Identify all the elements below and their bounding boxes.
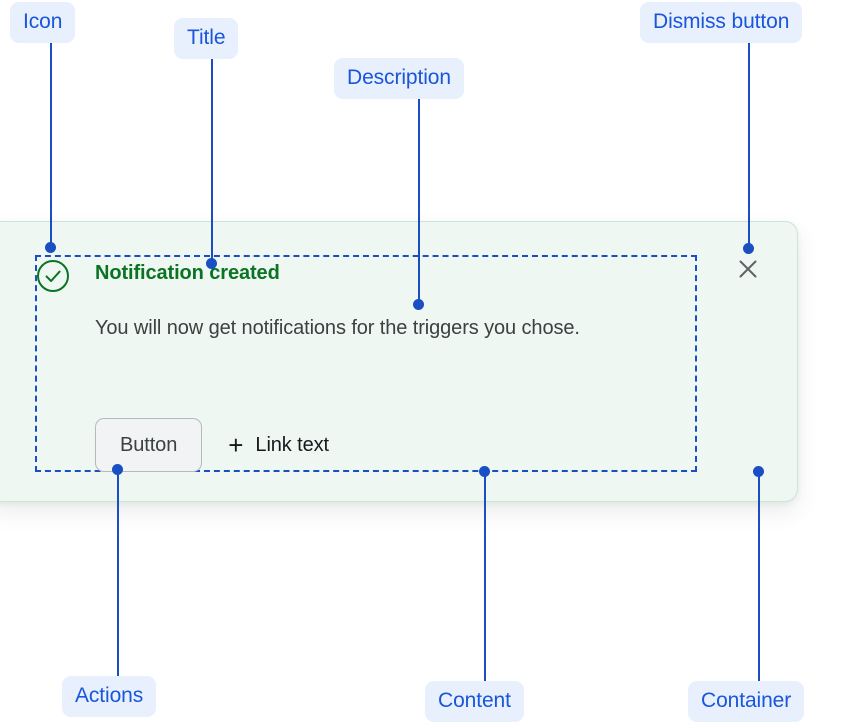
annotation-label-description: Description	[334, 58, 464, 99]
leader-dot-actions	[112, 464, 123, 475]
action-link-label: Link text	[255, 433, 330, 456]
leader-dot-content	[479, 466, 490, 477]
leader-line-container	[758, 474, 760, 681]
leader-dot-title	[206, 258, 217, 269]
annotation-label-container: Container	[688, 681, 805, 722]
leader-line-dismiss	[748, 43, 750, 248]
notification-description: You will now get notifications for the t…	[95, 317, 580, 339]
dismiss-button[interactable]	[731, 253, 765, 287]
leader-line-content	[484, 474, 486, 681]
leader-dot-description	[413, 299, 424, 310]
notification-title: Notification created	[95, 262, 280, 284]
leader-line-icon	[50, 43, 52, 247]
action-button[interactable]: Button	[95, 418, 203, 472]
action-link[interactable]: + Link text	[228, 432, 329, 458]
annotation-label-content: Content	[425, 681, 524, 722]
leader-dot-dismiss	[743, 243, 754, 254]
notification-actions: Button + Link text	[95, 418, 329, 472]
content-region-outline	[35, 255, 697, 472]
leader-line-description	[418, 99, 420, 304]
leader-dot-container	[753, 466, 764, 477]
check-circle-icon	[36, 259, 70, 293]
leader-line-actions	[117, 470, 119, 676]
leader-line-title	[211, 59, 213, 263]
annotation-label-actions: Actions	[62, 676, 157, 717]
close-icon	[736, 257, 760, 284]
annotation-label-icon: Icon	[10, 2, 76, 43]
plus-icon: +	[228, 430, 244, 460]
leader-dot-icon	[45, 242, 56, 253]
annotation-label-dismiss: Dismiss button	[640, 2, 803, 43]
annotation-label-title: Title	[174, 18, 239, 59]
